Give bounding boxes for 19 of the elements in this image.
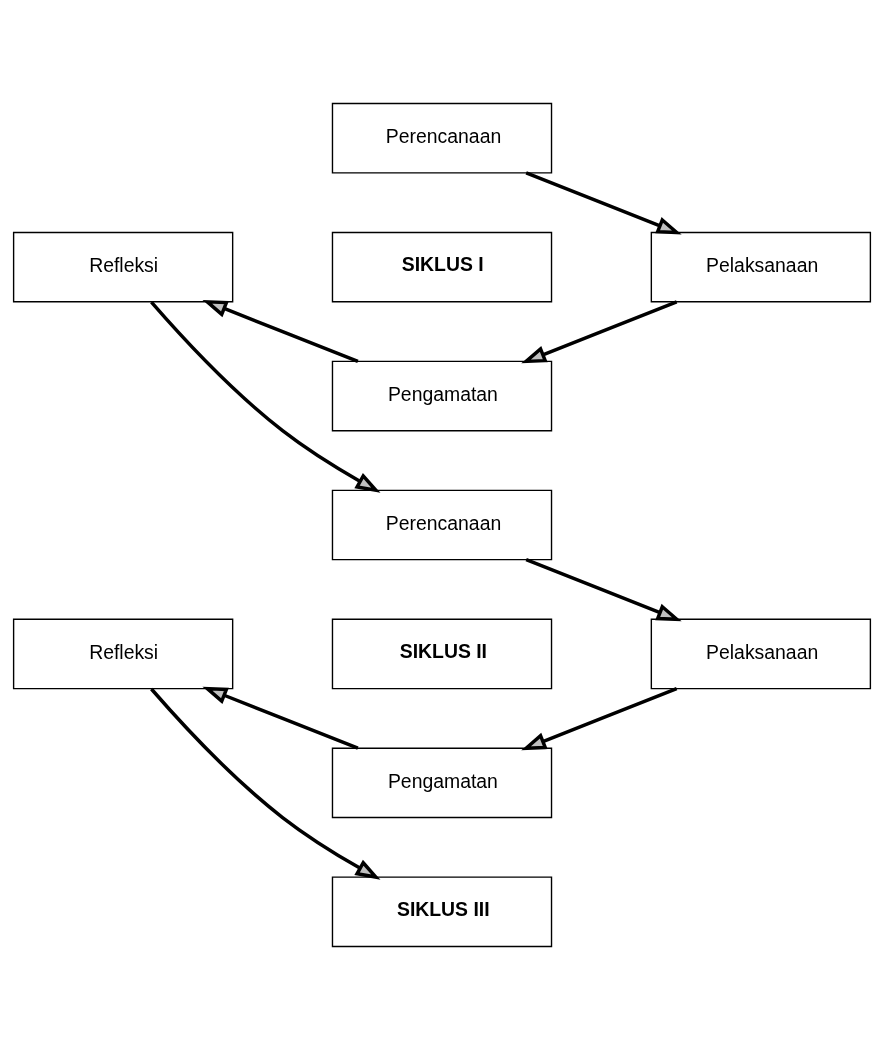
node-box: SIKLUS II — [331, 618, 553, 689]
node-box: Pengamatan — [331, 747, 553, 818]
arrow — [521, 686, 678, 750]
arrow — [150, 300, 381, 493]
node-box: Pelaksanaan — [650, 618, 872, 689]
node-box: Refleksi — [12, 231, 234, 302]
arrow — [521, 299, 678, 363]
node-box: SIKLUS III — [331, 875, 553, 947]
node-box: Pelaksanaan — [650, 231, 872, 302]
arrow — [525, 557, 682, 621]
arrow — [202, 686, 359, 750]
node-box: Pengamatan — [331, 360, 553, 431]
node-box: Perencanaan — [331, 489, 553, 560]
node-box: SIKLUS I — [331, 231, 553, 302]
node-box: Refleksi — [12, 618, 234, 689]
arrow — [202, 299, 359, 363]
node-box: Perencanaan — [331, 102, 553, 174]
arrow — [525, 170, 682, 234]
arrow — [150, 687, 381, 880]
